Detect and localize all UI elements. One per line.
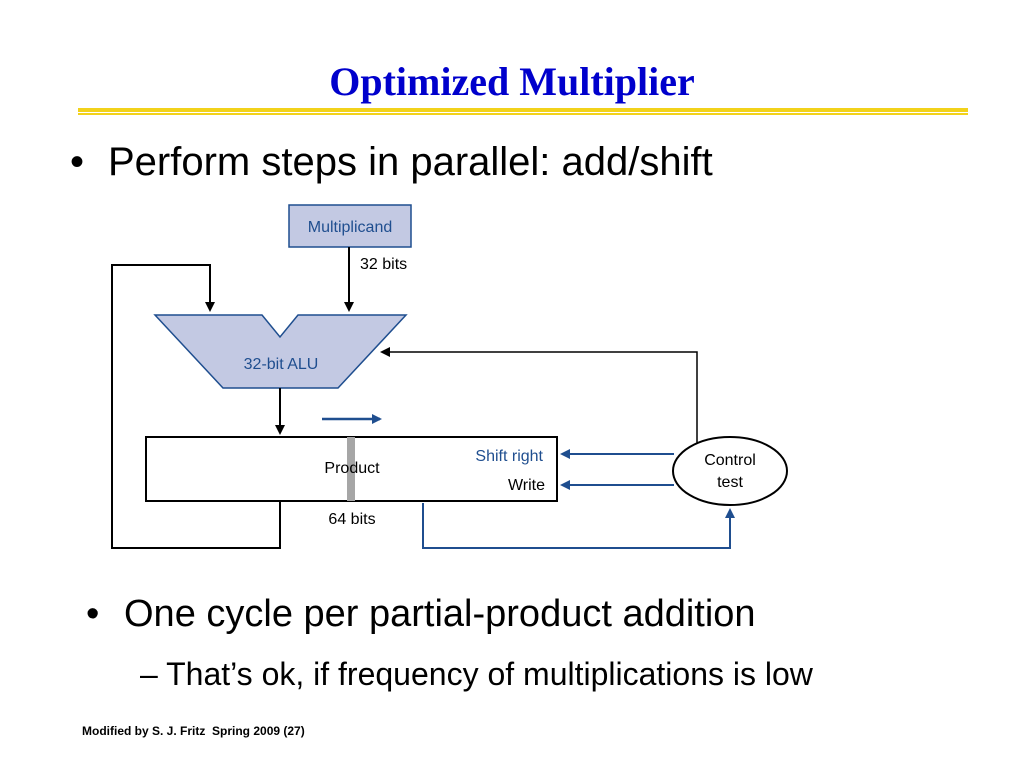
- shift-right-label: Shift right: [475, 448, 543, 465]
- product-feedback-path: [111, 264, 281, 549]
- title-underline: [78, 108, 968, 112]
- bullet-text: One cycle per partial-product addition: [124, 593, 756, 635]
- product-width-label: 64 bits: [328, 511, 375, 528]
- alu-block: [153, 314, 408, 389]
- control-test-block: [672, 436, 788, 506]
- control-label-line1: Control: [704, 452, 756, 469]
- title-underline-thin: [78, 113, 968, 115]
- product-to-control-arrow: [422, 503, 735, 549]
- bullet-dot-icon: •: [86, 593, 100, 635]
- bullet-dot-icon: •: [70, 140, 85, 184]
- control-to-alu-arrow: [380, 347, 698, 443]
- slide-title: Optimized Multiplier: [329, 59, 695, 104]
- control-label-line2: test: [717, 474, 743, 491]
- multiplicand-width-label: 32 bits: [360, 256, 407, 273]
- slide-footer: Modified by S. J. Fritz Spring 2009 (27): [82, 724, 305, 738]
- product-label: Product: [324, 460, 380, 477]
- bullet-text: Perform steps in parallel: add/shift: [108, 140, 713, 184]
- multiplicand-label: Multiplicand: [308, 219, 392, 236]
- write-label: Write: [508, 477, 545, 494]
- alu-label: 32-bit ALU: [244, 356, 319, 373]
- bullet-one-cycle: • One cycle per partial-product addition: [86, 590, 756, 638]
- sub-bullet-frequency: – That’s ok, if frequency of multiplicat…: [140, 656, 813, 692]
- bullet-perform-steps: • Perform steps in parallel: add/shift: [70, 138, 713, 186]
- product-split-marker: [347, 437, 355, 501]
